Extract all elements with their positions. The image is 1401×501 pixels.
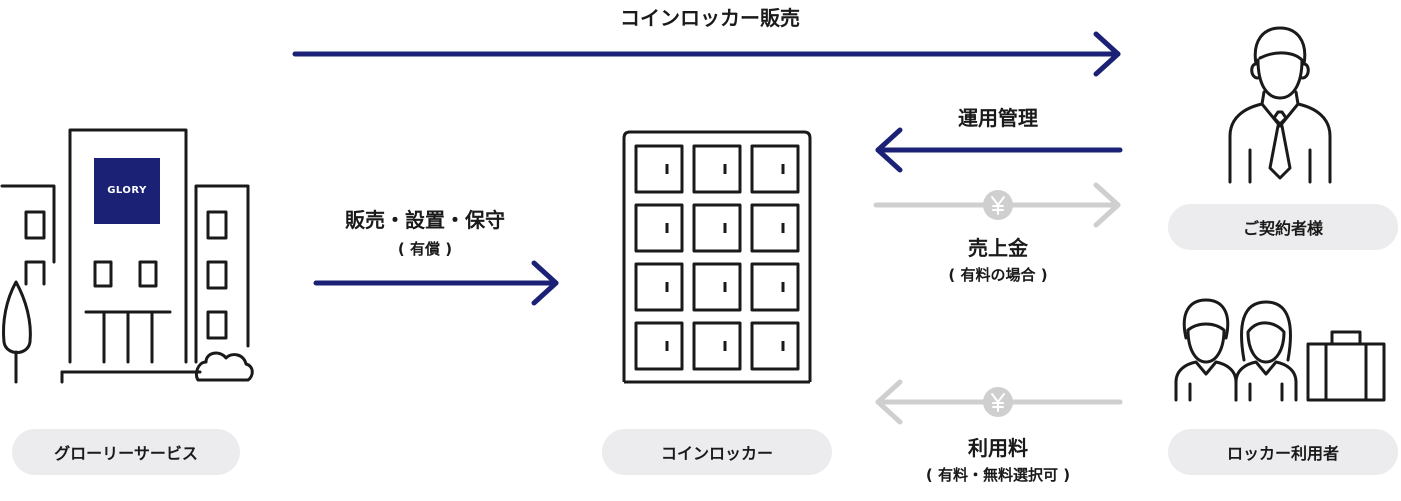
node-contractor: ご契約者様 — [1168, 204, 1398, 250]
users-icon — [1174, 298, 1386, 402]
yen-icon — [983, 387, 1013, 417]
arrow-install — [313, 260, 559, 306]
locker-compartment — [750, 262, 800, 312]
label-fee-sub: ( 有料・無料選択可 ) — [925, 466, 1071, 484]
locker-compartment — [634, 321, 684, 371]
node-glory-service: グローリーサービス — [12, 429, 240, 475]
arrow-operate — [875, 127, 1123, 173]
locker-compartment — [634, 262, 684, 312]
locker-compartment — [750, 321, 800, 371]
coin-locker-icon — [622, 130, 812, 384]
label-fee: 利用料 — [968, 436, 1028, 460]
businessman-icon — [1228, 26, 1332, 184]
glory-logo — [94, 158, 160, 224]
node-coin-locker: コインロッカー — [602, 429, 832, 475]
label-sale: コインロッカー販売 — [620, 6, 800, 30]
arrow-sale — [292, 31, 1121, 77]
locker-compartment — [750, 144, 800, 194]
building-icon — [0, 128, 254, 384]
locker-compartment — [750, 203, 800, 253]
yen-icon — [983, 190, 1013, 220]
locker-compartment — [692, 144, 742, 194]
label-operate: 運用管理 — [958, 106, 1038, 130]
locker-compartment — [692, 321, 742, 371]
label-revenue: 売上金 — [968, 236, 1028, 260]
node-locker-user: ロッカー利用者 — [1168, 429, 1398, 475]
locker-compartment — [634, 144, 684, 194]
locker-compartment — [692, 262, 742, 312]
label-install-sub: ( 有償 ) — [397, 240, 453, 258]
label-install: 販売・設置・保守 — [345, 208, 505, 232]
label-revenue-sub: ( 有料の場合 ) — [948, 266, 1048, 284]
locker-compartment — [634, 203, 684, 253]
locker-compartment — [692, 203, 742, 253]
glory-logo-text: GLORY — [107, 185, 147, 196]
